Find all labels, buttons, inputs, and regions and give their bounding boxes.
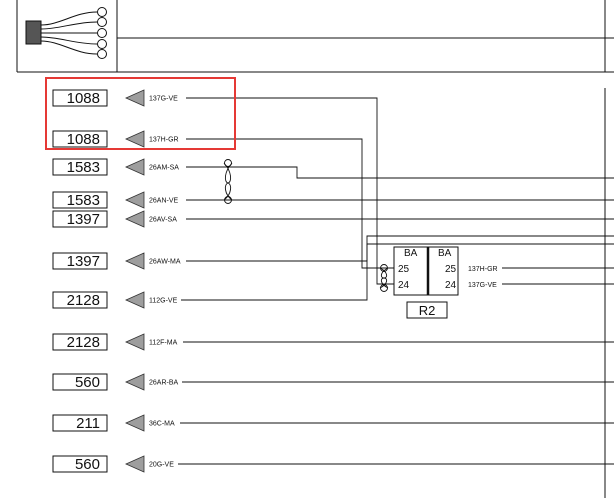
connector-row: 1088 137H-GR: [52, 130, 179, 148]
wire-label: 26AW-MA: [149, 259, 181, 266]
connector-arrow-icon: [125, 252, 145, 270]
wire-label: 26AM-SA: [149, 165, 179, 172]
relay-name: R2: [419, 303, 436, 318]
wire-label: 20G-VE: [149, 462, 174, 469]
relay-right-top-label: BA: [438, 248, 452, 259]
connector-row: 1583 26AN-VE: [52, 191, 179, 209]
connector-row: 560 26AR-BA: [52, 373, 179, 391]
relay-left-top-label: BA: [404, 248, 418, 259]
connector-row: 211 36C-MA: [52, 414, 175, 432]
connector-ref-box: [52, 89, 108, 107]
connector-ref-box: [52, 191, 108, 209]
relay-right-pin-2: 24: [445, 280, 457, 291]
connector-ref-label: 1583: [67, 192, 100, 209]
connector-plug-icon: [25, 7, 107, 59]
relay-left-pin-1: 25: [398, 264, 410, 275]
connector-ref-box: [52, 455, 108, 473]
relay-right-wire-2: 137G-VE: [468, 282, 497, 289]
connector-ref-label: 1583: [67, 159, 100, 176]
connector-arrow-icon: [125, 89, 145, 107]
twisted-pair-icon: [379, 264, 389, 292]
connector-arrow-icon: [125, 291, 145, 309]
connector-row: 2128 112F-MA: [52, 333, 178, 351]
connector-ref-label: 560: [75, 456, 100, 473]
connector-ref-box: [52, 210, 108, 228]
connector-arrow-icon: [125, 373, 145, 391]
connector-arrow-icon: [125, 333, 145, 351]
connector-ref-box: [52, 373, 108, 391]
relay-right-wire-1: 137H-GR: [468, 266, 498, 273]
connector-ref-label: 1397: [67, 211, 100, 228]
connector-ref-label: 2128: [67, 334, 100, 351]
connector-row: 1088 137G-VE: [52, 89, 178, 107]
wire-label: 36C-MA: [149, 421, 175, 428]
relay-left-pin-2: 24: [398, 280, 410, 291]
connector-arrow-icon: [125, 455, 145, 473]
relay-r2: BA BA 25 24 25 24 137H-GR 137G-VE R2: [393, 246, 498, 319]
connector-row: 1583 26AM-SA: [52, 158, 179, 176]
wire-label: 26AN-VE: [149, 198, 179, 205]
connector-ref-label: 1397: [67, 253, 100, 270]
connector-ref-label: 1088: [67, 131, 100, 148]
connector-ref-label: 2128: [67, 292, 100, 309]
connector-ref-label: 560: [75, 374, 100, 391]
routing-wires: [178, 97, 614, 465]
wire-label: 112F-MA: [149, 340, 178, 347]
relay-right-pin-1: 25: [445, 264, 457, 275]
connector-ref-box: [52, 414, 108, 432]
connector-row: 1397 26AW-MA: [52, 252, 181, 270]
wire-label: 26AR-BA: [149, 380, 179, 387]
connector-arrow-icon: [125, 158, 145, 176]
connector-row: 1397 26AV-SA: [52, 210, 177, 228]
connector-ref-box: [52, 158, 108, 176]
connector-arrow-icon: [125, 414, 145, 432]
connector-ref-box: [52, 291, 108, 309]
connector-arrow-icon: [125, 191, 145, 209]
connector-ref-box: [52, 130, 108, 148]
twisted-pair-icon: [223, 159, 233, 204]
connector-ref-label: 1088: [67, 90, 100, 107]
wire-label: 112G-VE: [149, 298, 178, 305]
connector-arrow-icon: [125, 130, 145, 148]
highlight-box: [45, 77, 236, 150]
connector-ref-box: [52, 333, 108, 351]
connector-ref-box: [52, 252, 108, 270]
connector-ref-label: 211: [76, 415, 100, 432]
connector-row: 2128 112G-VE: [52, 291, 178, 309]
connector-arrow-icon: [125, 210, 145, 228]
wire-label: 137G-VE: [149, 96, 178, 103]
connector-row: 560 20G-VE: [52, 455, 174, 473]
connector-rows: 1088 137G-VE 1088 137H-GR 1583 26AM-SA 1583 26A…: [52, 89, 181, 473]
header-frame: [16, 0, 614, 73]
wire-label: 137H-GR: [149, 137, 179, 144]
wire-label: 26AV-SA: [149, 217, 177, 224]
